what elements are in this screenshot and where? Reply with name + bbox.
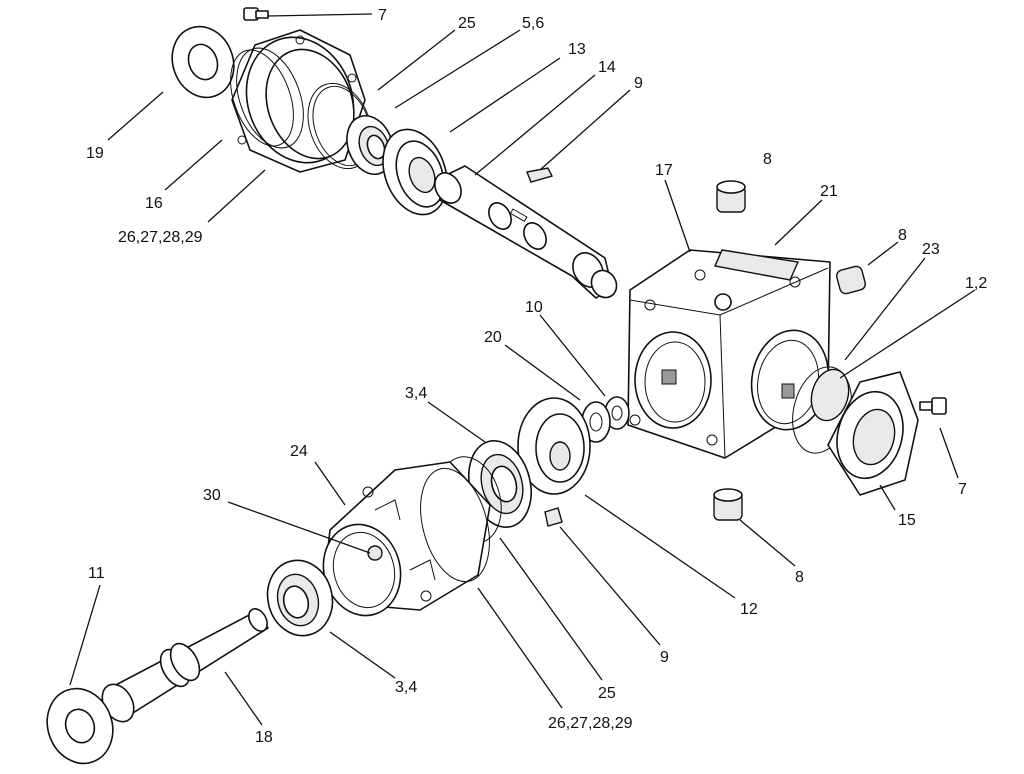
callout-23: 23 — [922, 241, 940, 258]
callout-7-top: 7 — [378, 7, 387, 24]
part-30-plug — [367, 545, 383, 561]
callout-25-top: 25 — [458, 15, 476, 32]
callout-18: 18 — [255, 729, 273, 746]
part-11-washer — [46, 687, 114, 765]
callout-3-4-top: 3,4 — [405, 385, 427, 402]
part-7-bolt-right — [919, 397, 947, 415]
callout-19: 19 — [86, 145, 104, 162]
callout-30: 30 — [203, 487, 221, 504]
part-9-key-bottom — [544, 507, 563, 527]
part-8-plug-top — [716, 180, 746, 213]
part-14-shaft-upper — [434, 165, 618, 299]
part-8-plug-right — [835, 265, 867, 295]
part-8-plug-bottom — [713, 488, 743, 521]
part-9-key-top — [526, 167, 554, 183]
callout-13: 13 — [568, 41, 586, 58]
callout-1-2: 1,2 — [965, 275, 987, 292]
part-16-bearing-cap — [230, 29, 366, 173]
callout-16: 16 — [145, 195, 163, 212]
part-24-lower-housing — [322, 461, 491, 617]
callout-26-27-28-29-bottom: 26,27,28,29 — [548, 715, 633, 732]
callout-15: 15 — [898, 512, 916, 529]
callout-20: 20 — [484, 329, 502, 346]
part-15-cover — [827, 371, 919, 496]
callout-3-4-bottom: 3,4 — [395, 679, 417, 696]
callout-10: 10 — [525, 299, 543, 316]
callout-24: 24 — [290, 443, 308, 460]
callout-25-bottom: 25 — [598, 685, 616, 702]
part-5-6-bearing-top — [346, 115, 394, 175]
part-17-gearbox-housing — [627, 249, 831, 459]
part-12-gear — [517, 397, 591, 495]
callout-11: 11 — [88, 565, 105, 582]
leader-lines — [69, 13, 976, 726]
callout-14: 14 — [598, 59, 616, 76]
part-21-decal — [714, 249, 800, 281]
callout-12: 12 — [740, 601, 758, 618]
callout-9-bottom: 9 — [660, 649, 669, 666]
callout-7-right: 7 — [958, 481, 967, 498]
callout-9-top: 9 — [634, 75, 643, 92]
callout-8-right: 8 — [898, 227, 907, 244]
part-1-2-seal — [810, 368, 850, 422]
part-13-gear — [382, 128, 448, 216]
callout-8-top: 8 — [763, 151, 772, 168]
callout-8-bottom: 8 — [795, 569, 804, 586]
part-18-shaft-lower — [101, 608, 269, 723]
part-19-washer — [171, 25, 235, 99]
part-3-4-bearing-bottom — [266, 559, 334, 637]
callout-17: 17 — [655, 162, 673, 179]
callout-5-6: 5,6 — [522, 15, 544, 32]
callout-26-27-28-29-top: 26,27,28,29 — [118, 229, 203, 246]
callout-21: 21 — [820, 183, 838, 200]
part-7-bolt-top — [243, 7, 269, 21]
callout-labels: 7 25 5,6 13 14 9 19 16 26,27,28,29 17 8 … — [86, 7, 987, 746]
